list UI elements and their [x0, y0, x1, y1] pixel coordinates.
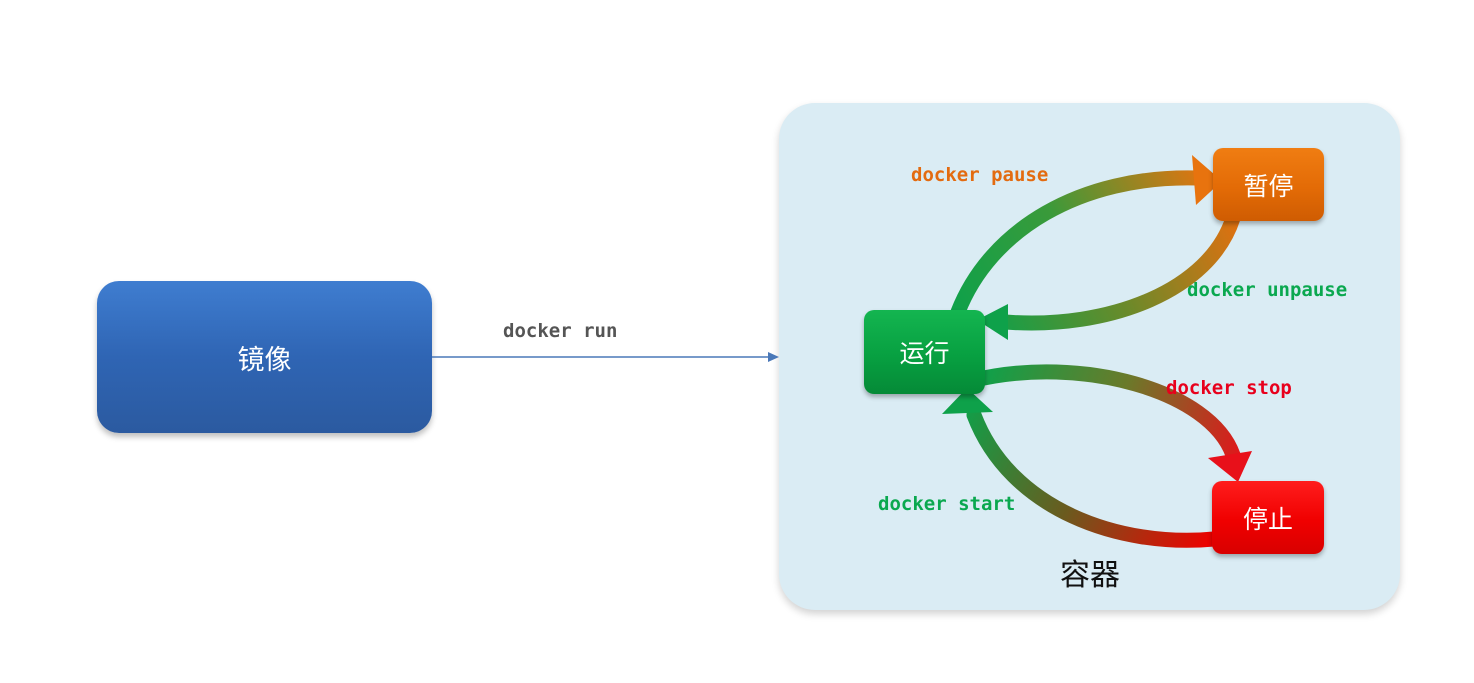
container-label: 容器: [1060, 558, 1120, 593]
state-paused-label: 暂停: [1243, 171, 1294, 201]
run-arrowhead: [768, 352, 779, 362]
image-node[interactable]: 镜像: [97, 281, 432, 433]
state-paused-node[interactable]: 暂停: [1213, 148, 1324, 221]
start-arrow: [966, 407, 1222, 548]
state-stopped-node[interactable]: 停止: [1212, 481, 1324, 554]
image-node-label: 镜像: [237, 344, 292, 376]
unpause-arrow: [997, 210, 1241, 331]
stop-arrow: [967, 364, 1241, 463]
stop-arrowhead: [1208, 451, 1252, 482]
start-arrowhead: [942, 388, 993, 414]
pause-arrow: [950, 170, 1205, 320]
pause-arrowhead: [1192, 155, 1222, 205]
state-running-node[interactable]: 运行: [864, 310, 985, 394]
docker-pause-label: docker pause: [911, 164, 1049, 186]
docker-unpause-label: docker unpause: [1187, 279, 1348, 301]
docker-start-label: docker start: [878, 493, 1016, 515]
state-stopped-label: 停止: [1242, 504, 1293, 534]
docker-stop-label: docker stop: [1166, 377, 1292, 399]
unpause-arrowhead: [977, 304, 1008, 340]
state-running-label: 运行: [899, 339, 950, 368]
docker-run-label: docker run: [503, 320, 618, 342]
